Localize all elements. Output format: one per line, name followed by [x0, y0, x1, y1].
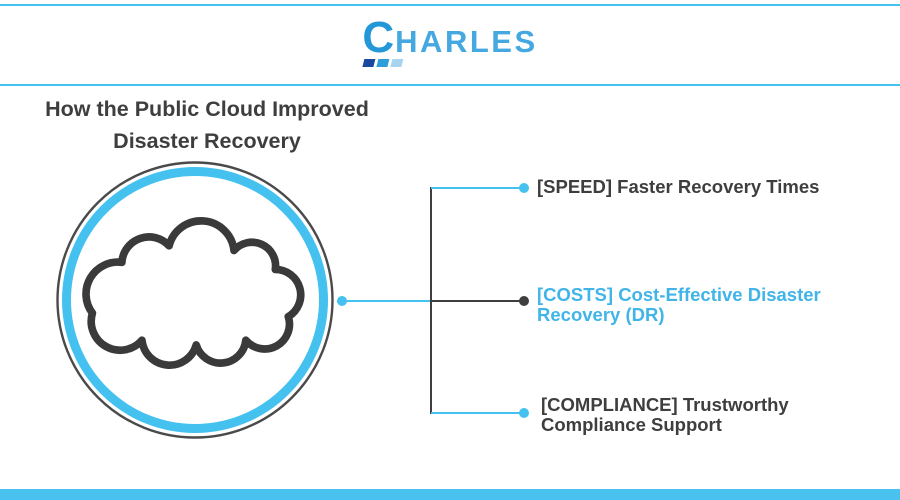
- charles-wordmark: CHARLES: [362, 16, 538, 67]
- footer-accent-bar: [0, 489, 900, 500]
- connector-root-line: [342, 300, 432, 302]
- branch-label-compliance: [COMPLIANCE] Trustworthy Compliance Supp…: [541, 395, 789, 435]
- branch-label-compliance-line1: [COMPLIANCE] Trustworthy: [541, 394, 789, 415]
- branch-label-costs-line1: [COSTS] Cost-Effective Disaster: [537, 284, 821, 305]
- cloud-icon: [82, 217, 305, 369]
- branch-dot-speed: [519, 183, 529, 193]
- logo-block-navy: [362, 59, 376, 67]
- logo-block-light: [390, 59, 404, 67]
- branch-line-costs: [431, 300, 520, 302]
- outer-circle: [56, 161, 334, 439]
- branch-line-compliance: [431, 412, 520, 414]
- header-divider-line: [0, 84, 900, 86]
- title-line-1: How the Public Cloud Improved: [45, 97, 369, 121]
- branch-label-costs-line2: Recovery (DR): [537, 304, 665, 325]
- charles-logo: CHARLES: [362, 16, 538, 67]
- accent-ring: [62, 167, 328, 433]
- branch-dot-compliance: [519, 408, 529, 418]
- branch-line-speed: [431, 187, 520, 189]
- logo-blocks-icon: [362, 59, 404, 67]
- logo-block-blue: [376, 59, 390, 67]
- title-line-2: Disaster Recovery: [113, 129, 301, 153]
- top-accent-line: [0, 4, 900, 6]
- branch-label-speed-line1: [SPEED] Faster Recovery Times: [537, 176, 820, 197]
- cloud-circle-graphic: [56, 161, 334, 439]
- logo-letter-c: C: [362, 13, 396, 62]
- logo-wordmark-rest: HARLES: [395, 24, 538, 59]
- branch-label-compliance-line2: Compliance Support: [541, 414, 722, 435]
- branch-dot-costs: [519, 296, 529, 306]
- page-title: How the Public Cloud Improved Disaster R…: [8, 93, 406, 157]
- branch-label-speed: [SPEED] Faster Recovery Times: [537, 177, 819, 197]
- branch-label-costs: [COSTS] Cost-Effective Disaster Recovery…: [537, 285, 821, 325]
